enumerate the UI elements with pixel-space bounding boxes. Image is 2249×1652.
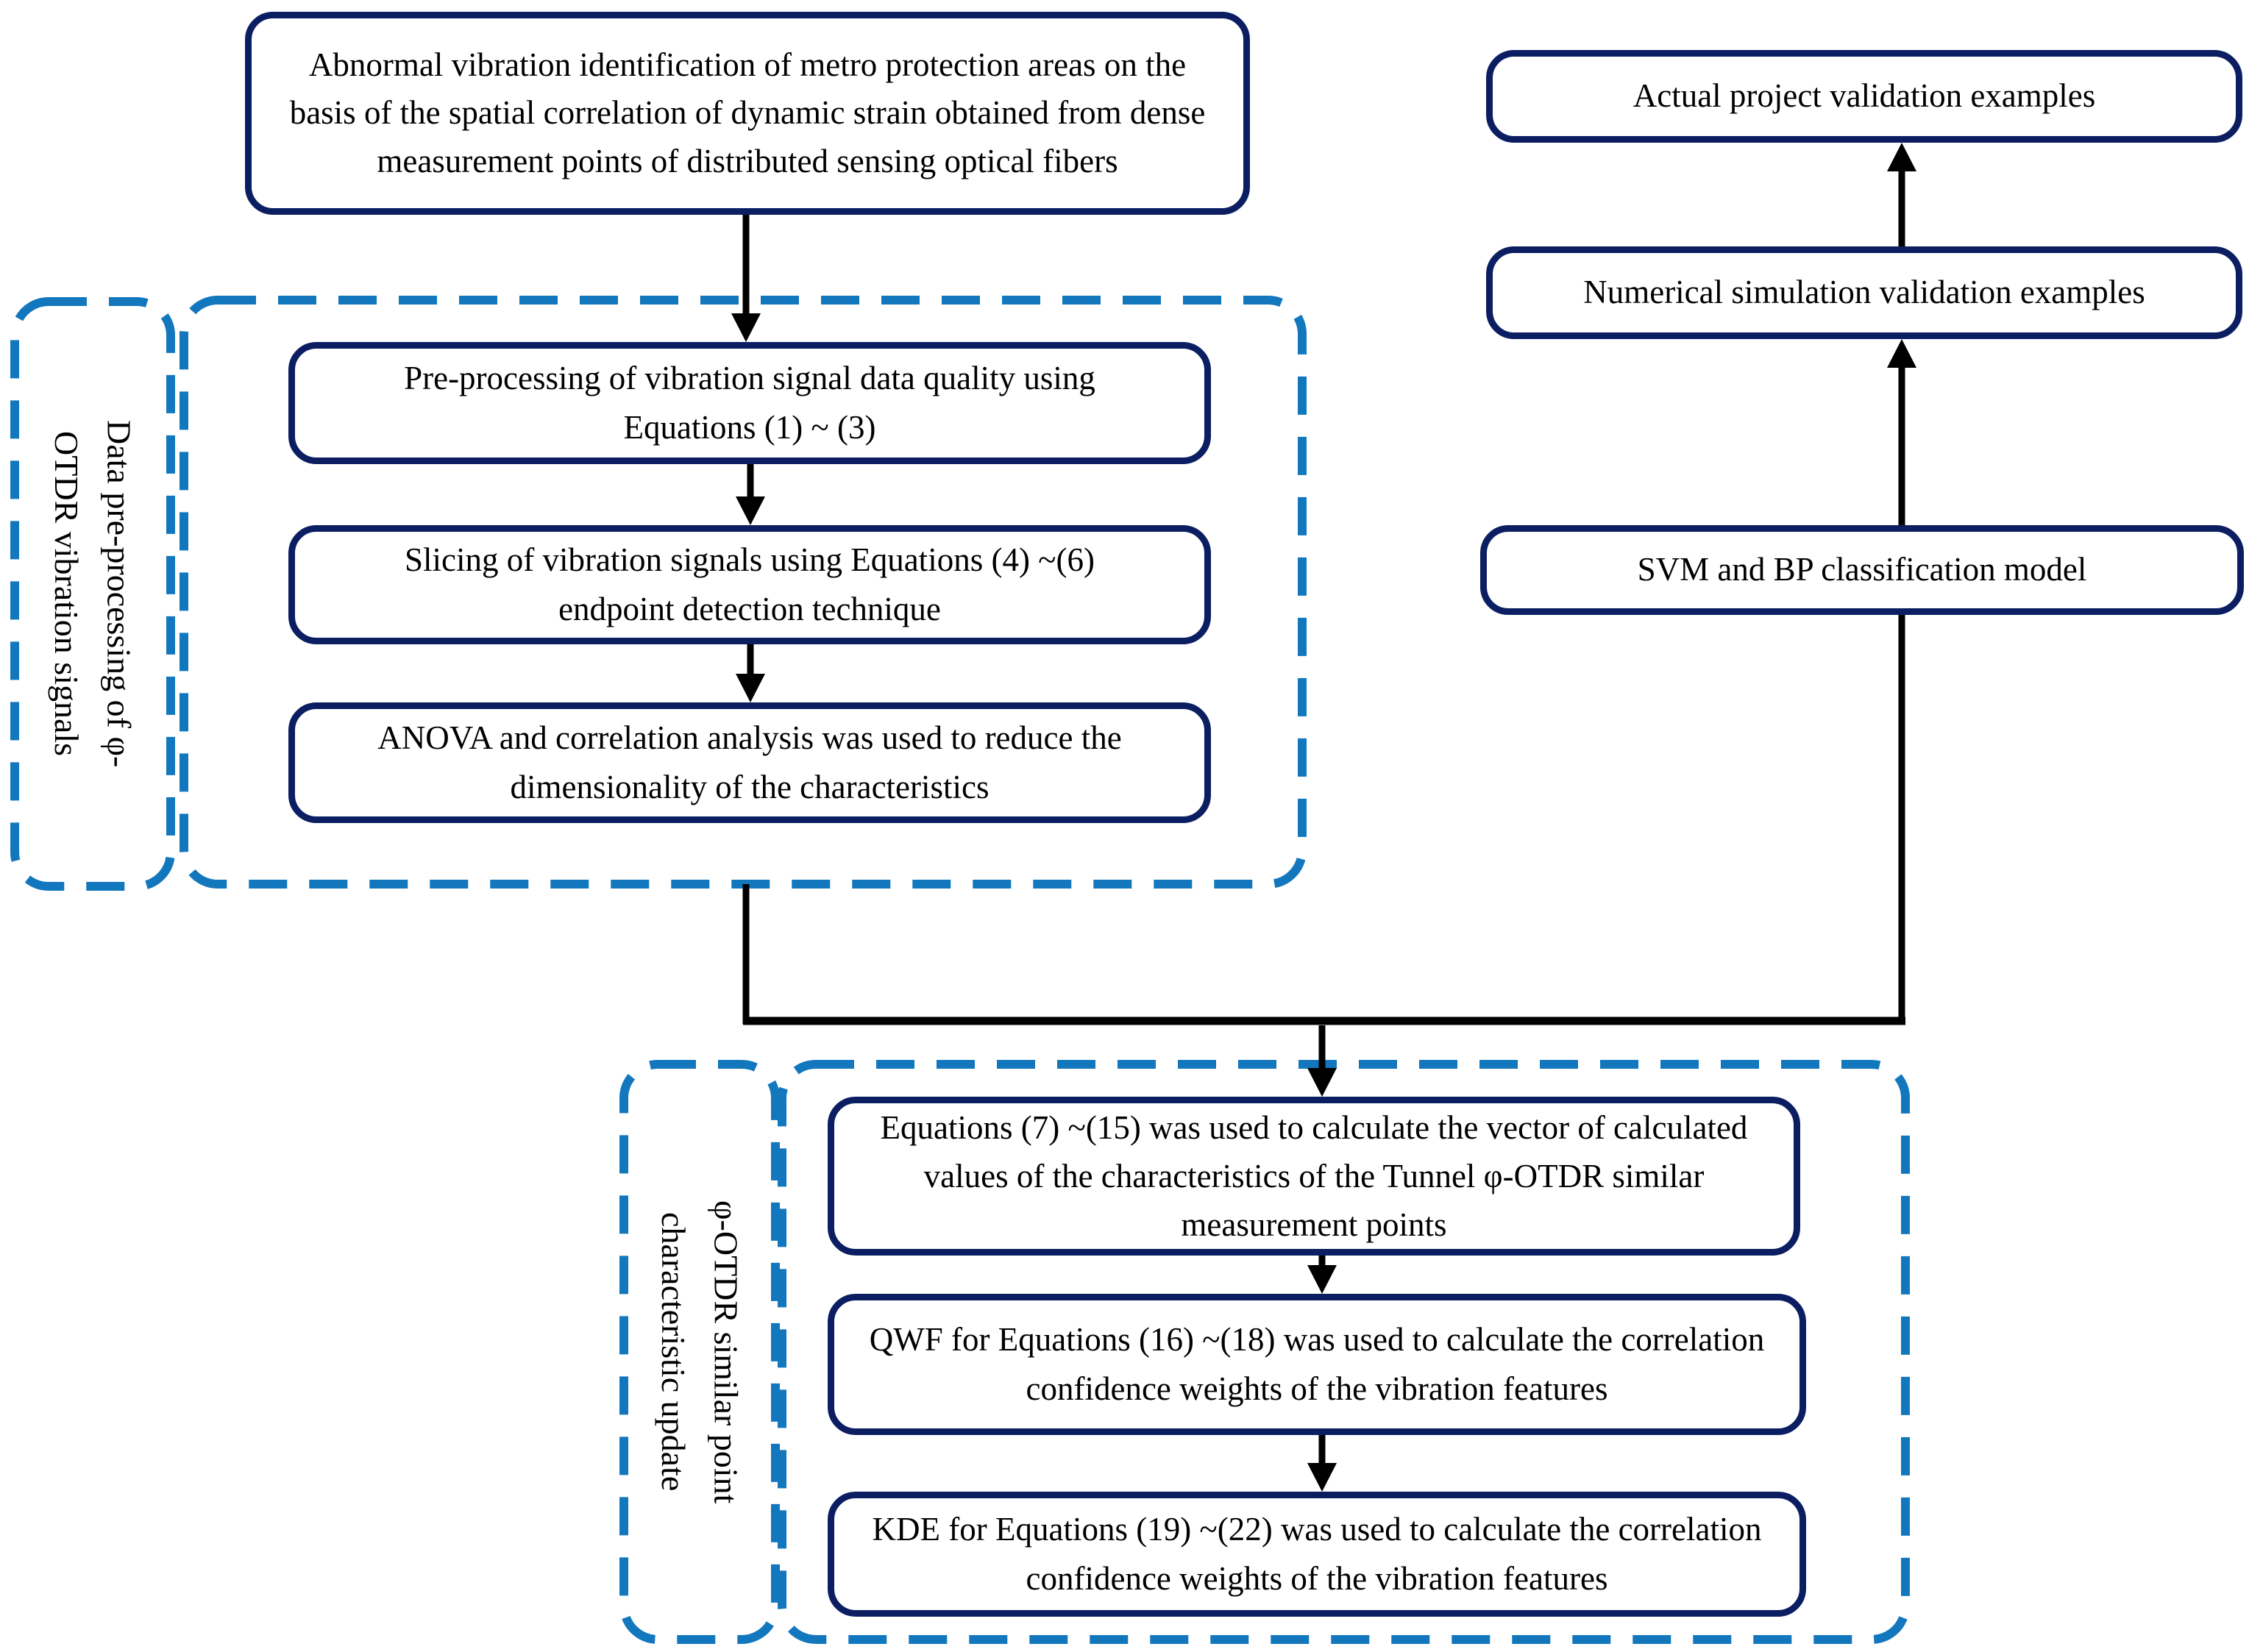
arrow-step1-to-step2: [736, 464, 765, 525]
arrow-svm-to-numerical: [1887, 339, 1916, 525]
arrow-step2-to-step3: [736, 644, 765, 702]
preprocess-quality-box: Pre-processing of vibration signal data …: [288, 342, 1211, 464]
svm-bp-box: SVM and BP classification model: [1480, 525, 2244, 615]
connector-elbow: [742, 615, 1905, 1025]
similar-vector-label: Equations (7) ~(15) was used to calculat…: [880, 1108, 1748, 1244]
arrow-similar-step2-to-step3: [1307, 1435, 1337, 1492]
preprocessing-side-label-line2: OTDR vibration signals: [48, 431, 85, 757]
preprocessing-side-label: Data pre-processing of φ- OTDR vibration…: [15, 302, 171, 886]
arrow-similar-step1-to-step2: [1307, 1256, 1337, 1294]
title-box: Abnormal vibration identification of met…: [245, 12, 1250, 215]
similar-point-label-dashed-box: [619, 1060, 780, 1644]
similar-point-side-label-line1: φ-OTDR similar point: [707, 1200, 745, 1504]
title-box-label: Abnormal vibration identification of met…: [289, 46, 1206, 179]
kde-label: KDE for Equations (19) ~(22) was used to…: [872, 1510, 1762, 1598]
qwf-label: QWF for Equations (16) ~(18) was used to…: [869, 1320, 1765, 1408]
svm-bp-label: SVM and BP classification model: [1637, 551, 2087, 588]
arrow-elbow-to-similar-step1: [1307, 1025, 1337, 1097]
similar-point-side-label-line2: characteristic update: [655, 1212, 692, 1492]
numerical-simulation-box: Numerical simulation validation examples: [1486, 246, 2242, 339]
preprocess-quality-label: Pre-processing of vibration signal data …: [404, 359, 1095, 446]
preprocessing-side-label-line1: Data pre-processing of φ-: [100, 420, 138, 768]
arrow-numerical-to-actual: [1887, 143, 1916, 246]
qwf-box: QWF for Equations (16) ~(18) was used to…: [828, 1294, 1806, 1435]
anova-box: ANOVA and correlation analysis was used …: [288, 702, 1211, 823]
similar-point-container-dashed-box: [778, 1060, 1910, 1644]
arrow-title-to-step1: [731, 215, 761, 342]
preprocessing-label-dashed-box: [10, 297, 175, 891]
actual-project-label: Actual project validation examples: [1632, 77, 2096, 115]
similar-point-side-label: φ-OTDR similar point characteristic upda…: [624, 1064, 775, 1639]
slicing-label: Slicing of vibration signals using Equat…: [405, 541, 1095, 628]
numerical-simulation-label: Numerical simulation validation examples: [1583, 274, 2145, 311]
slicing-box: Slicing of vibration signals using Equat…: [288, 525, 1211, 644]
anova-label: ANOVA and correlation analysis was used …: [377, 719, 1122, 806]
similar-vector-box: Equations (7) ~(15) was used to calculat…: [828, 1097, 1800, 1256]
kde-box: KDE for Equations (19) ~(22) was used to…: [828, 1492, 1806, 1617]
actual-project-box: Actual project validation examples: [1486, 50, 2242, 143]
